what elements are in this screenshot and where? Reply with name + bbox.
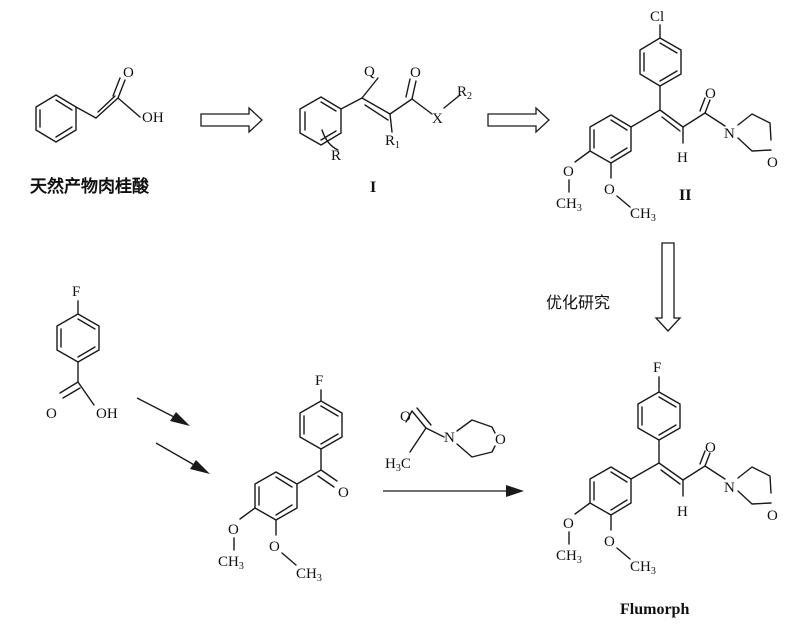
flumorph-structure: F H O N O O CH3 O CH3: [556, 360, 778, 577]
amide-oxygen: O: [705, 86, 716, 102]
optimization-label: 优化研究: [546, 293, 610, 312]
fluorine-atom-2: F: [315, 373, 323, 389]
q-group: Q: [364, 64, 375, 80]
reaction-arrow-3: [383, 485, 524, 497]
methoxy-oxygen-3: O: [228, 522, 239, 538]
methyl-1: CH3: [556, 196, 582, 214]
acetylmorpholine-structure: O H3C N O: [385, 407, 506, 474]
flumorph-morpholine-nitrogen: N: [724, 480, 735, 496]
flumorph-amide-oxygen: O: [705, 440, 716, 456]
r2-group: R2: [457, 84, 472, 102]
compound-I-structure: Q O X R2 R1 R: [299, 64, 472, 164]
open-arrow-down: [654, 242, 682, 332]
acid-carbonyl-oxygen: O: [46, 406, 57, 422]
flumorph-methyl-2: CH3: [630, 559, 656, 577]
flumorph-methoxy-oxygen-2: O: [604, 534, 615, 550]
methyl-2: CH3: [630, 206, 656, 224]
fluorine-atom-1: F: [72, 284, 80, 300]
chlorine-atom: Cl: [650, 9, 664, 25]
compound-II-structure: Cl H O N O O CH3 O CH3: [556, 9, 778, 224]
reagent-nitrogen: N: [444, 430, 455, 446]
cinnamic-acid-structure: O OH: [35, 65, 164, 143]
compound-I-label: I: [370, 179, 376, 196]
fluorobenzoic-acid-structure: F O OH: [46, 284, 118, 422]
ketone-oxygen: O: [338, 485, 349, 501]
methyl-3: CH3: [218, 554, 244, 572]
fluorine-atom-3: F: [653, 360, 661, 376]
vinyl-hydrogen: H: [677, 150, 688, 166]
reaction-arrow-1: [136, 397, 190, 426]
compound-II-label: II: [679, 187, 691, 204]
compound-I-oxygen: O: [410, 65, 421, 81]
r-group: R: [331, 148, 341, 164]
hydroxyl-group: OH: [142, 110, 164, 126]
flumorph-label: Flumorph: [620, 601, 689, 618]
methoxy-oxygen-4: O: [269, 539, 280, 555]
acetyl-methyl: H3C: [385, 456, 411, 474]
reagent-oxygen: O: [495, 432, 506, 448]
x-group: X: [432, 111, 443, 127]
carbonyl-oxygen: O: [123, 65, 134, 81]
morpholine-nitrogen: N: [724, 126, 735, 142]
methoxy-oxygen-2: O: [604, 182, 615, 198]
flumorph-vinyl-hydrogen: H: [677, 504, 688, 520]
r1-group: R1: [385, 133, 400, 151]
methyl-4: CH3: [296, 566, 322, 584]
cinnamic-acid-caption: 天然产物肉桂酸: [30, 176, 150, 197]
flumorph-morpholine-oxygen: O: [767, 508, 778, 524]
methoxy-oxygen-1: O: [563, 164, 574, 180]
acetyl-oxygen: O: [400, 409, 411, 425]
open-arrow-2: [487, 106, 550, 134]
benzophenone-structure: F O O CH3 O CH3: [218, 373, 349, 584]
open-arrow-1: [200, 106, 263, 134]
morpholine-oxygen: O: [767, 155, 778, 171]
flumorph-methoxy-oxygen-1: O: [563, 516, 574, 532]
reaction-arrow-2: [155, 442, 210, 474]
flumorph-methyl-1: CH3: [556, 548, 582, 566]
acid-hydroxyl: OH: [96, 406, 118, 422]
